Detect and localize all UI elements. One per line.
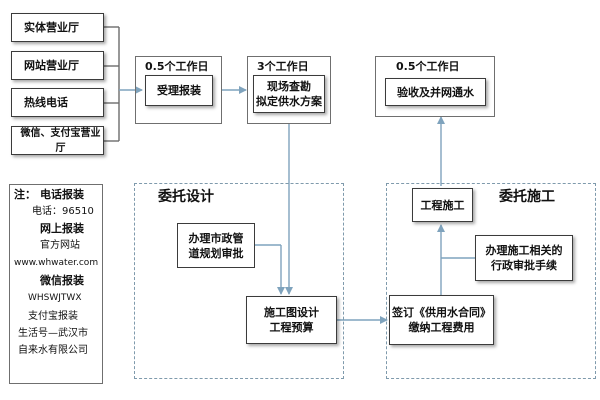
municipal-line2: 道规划审批: [188, 246, 244, 260]
step-acceptance-time: 0.5个工作日: [396, 60, 460, 73]
municipal-line1: 办理市政管: [188, 231, 244, 245]
step-survey-line2: 拟定供水方案: [256, 95, 322, 108]
contract-box: 签订《供用水合同》 缴纳工程费用: [389, 295, 494, 345]
step-acceptance-frame: [375, 56, 495, 117]
construction-zone: [386, 183, 596, 379]
notes-web-line1: 官方网站: [40, 240, 80, 251]
channel-label: 网站营业厅: [24, 59, 79, 72]
permits-line2: 行政审批手续: [491, 259, 557, 272]
notes-web-title: 网上报装: [40, 222, 84, 235]
permits-line1: 办理施工相关的: [485, 244, 563, 257]
notes-web-line2: www.whwater.com: [14, 258, 99, 268]
notes-alipay-line2: 生活号—武汉市: [18, 328, 88, 339]
construction-label: 工程施工: [420, 198, 465, 212]
notes-phone-title: 电话报装: [40, 188, 84, 201]
contract-line1: 签订《供用水合同》: [392, 306, 491, 319]
contract-line2: 缴纳工程费用: [408, 321, 475, 334]
drawing-design-box: 施工图设计 工程预算: [246, 296, 337, 344]
notes-alipay-line3: 自来水有限公司: [18, 345, 88, 356]
notes-phone-value: 电话：96510: [32, 206, 94, 217]
notes-wechat-title: 微信报装: [40, 274, 84, 287]
step-accept-box: 受理报装: [145, 75, 213, 106]
channel-wechat-alipay: 微信、支付宝营业厅: [11, 126, 104, 155]
channel-hotline: 热线电话: [11, 88, 104, 117]
step-survey-frame: [247, 56, 331, 124]
step-acceptance-label: 验收及并网通水: [397, 85, 474, 99]
step-accept-label: 受理报装: [157, 84, 201, 97]
step-survey-time: 3个工作日: [257, 60, 309, 73]
channel-physical-hall: 实体营业厅: [11, 13, 104, 42]
permits-box: 办理施工相关的 行政审批手续: [475, 235, 573, 281]
channel-label: 实体营业厅: [24, 21, 79, 34]
step-survey-box: 现场查勘 拟定供水方案: [253, 75, 325, 113]
step-survey-line1: 现场查勘: [267, 80, 311, 93]
notes-prefix: 注：: [14, 188, 36, 201]
channel-label: 热线电话: [24, 96, 68, 109]
construction-zone-title: 委托施工: [499, 189, 555, 205]
notes-wechat-value: WHSWJTWX: [28, 293, 82, 303]
construction-box: 工程施工: [412, 188, 473, 222]
drawing-line2: 工程预算: [269, 321, 314, 334]
step-acceptance-box: 验收及并网通水: [385, 78, 486, 106]
channel-label: 微信、支付宝营业厅: [20, 127, 101, 154]
drawing-line1: 施工图设计: [264, 306, 319, 319]
step-accept-frame: [135, 56, 222, 124]
notes-panel: 注： 电话报装 电话：96510 网上报装 官方网站 www.whwater.c…: [9, 184, 103, 384]
channel-web-hall: 网站营业厅: [11, 51, 104, 80]
notes-alipay-line1: 支付宝报装: [28, 311, 78, 322]
design-zone: [134, 183, 344, 379]
municipal-approval-box: 办理市政管 道规划审批: [177, 223, 255, 268]
design-zone-title: 委托设计: [158, 189, 214, 205]
step-accept-time: 0.5个工作日: [145, 60, 209, 73]
